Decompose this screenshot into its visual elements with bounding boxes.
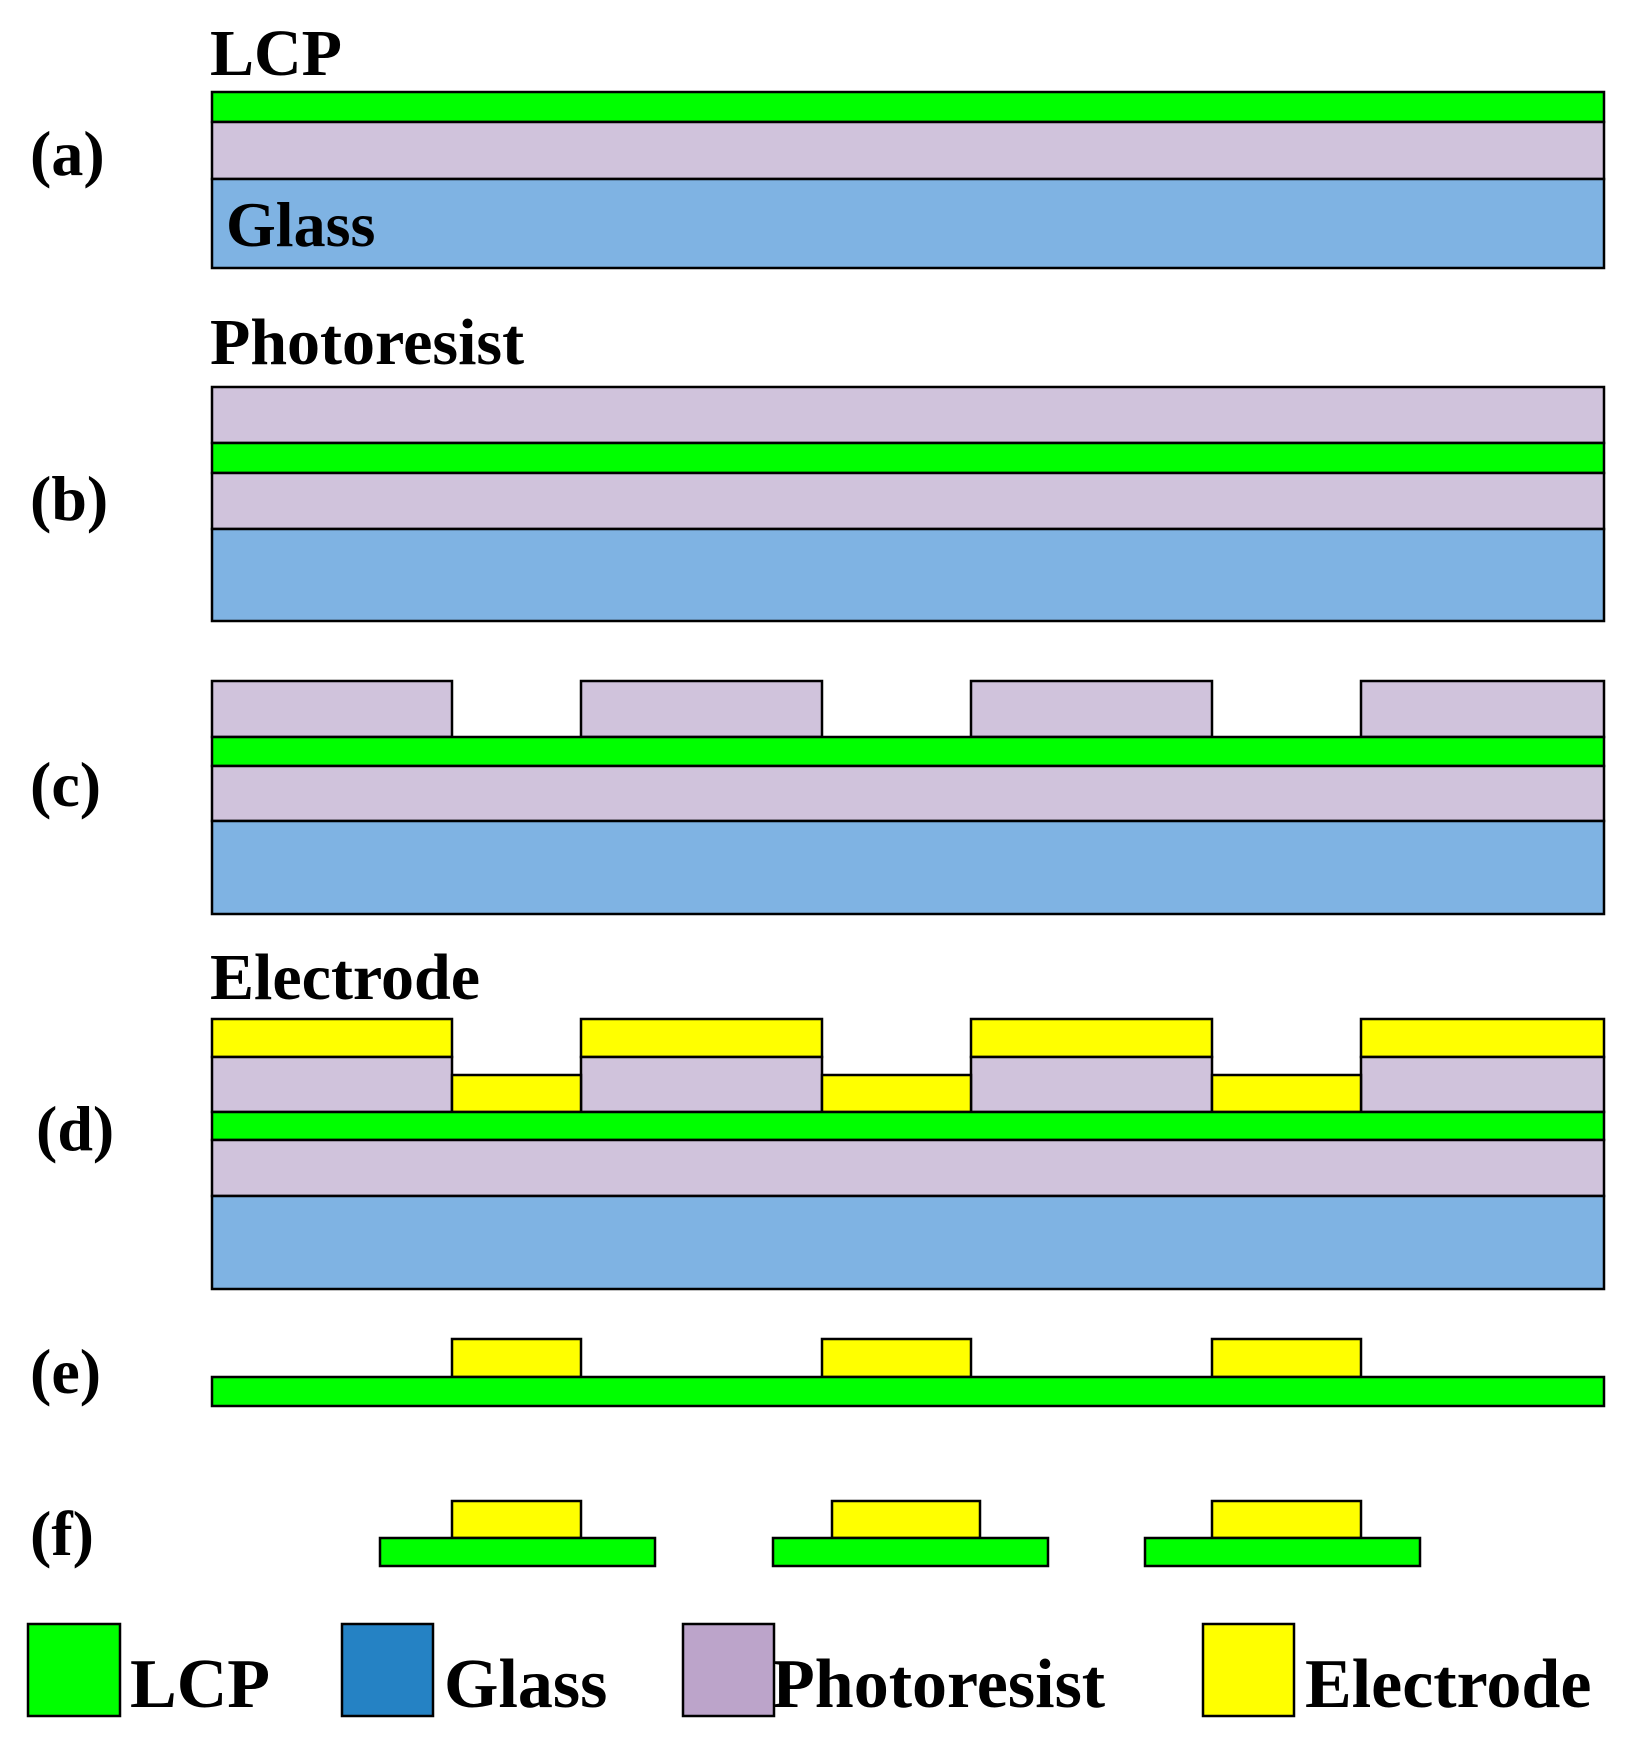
step-f-lcp-piece xyxy=(771,1536,1050,1568)
step-a-photoresist-layer xyxy=(210,120,1606,181)
step-d-lcp-layer xyxy=(210,1110,1606,1142)
step-b: (b) Photoresist xyxy=(30,306,1606,623)
step-d-gap-electrode xyxy=(820,1073,973,1114)
step-d-photoresist-block xyxy=(969,1055,1214,1114)
step-d-glass-layer xyxy=(210,1194,1606,1291)
step-f: (f) xyxy=(30,1498,1422,1569)
step-d-top-electrode xyxy=(210,1017,454,1059)
step-c: (c) xyxy=(30,679,1606,916)
step-d-photoresist-layer xyxy=(210,1138,1606,1198)
step-e-electrode xyxy=(1210,1337,1363,1379)
step-b-tag: (b) xyxy=(30,463,108,534)
step-a: (a) LCP Glass xyxy=(30,17,1606,270)
step-d: (d) Electrode xyxy=(36,941,1606,1291)
legend-swatch-electrode xyxy=(1201,1622,1296,1718)
step-c-photoresist-block xyxy=(579,679,824,739)
step-a-glass-label: Glass xyxy=(226,189,375,260)
legend: LCP Glass Photoresist Electrode xyxy=(26,1622,1591,1723)
step-a-lcp-label: LCP xyxy=(210,17,342,90)
step-e: (e) xyxy=(30,1336,1606,1408)
step-e-lcp-layer xyxy=(210,1375,1606,1408)
step-d-top-electrode xyxy=(579,1017,824,1059)
step-c-photoresist-block xyxy=(1359,679,1606,739)
step-d-top-electrode xyxy=(969,1017,1214,1059)
step-d-gap-electrode xyxy=(1210,1073,1363,1114)
step-d-photoresist-block xyxy=(210,1055,454,1114)
step-c-lcp-layer xyxy=(210,735,1606,768)
legend-swatch-photoresist xyxy=(681,1622,776,1718)
step-d-gap-electrode xyxy=(450,1073,583,1114)
legend-label-photoresist: Photoresist xyxy=(772,1646,1105,1723)
step-d-top-electrode xyxy=(1359,1017,1606,1059)
step-d-photoresist-block xyxy=(1359,1055,1606,1114)
step-b-photoresist-layer xyxy=(210,471,1606,531)
step-c-tag: (c) xyxy=(30,749,101,820)
legend-swatch-glass xyxy=(340,1622,435,1718)
legend-label-electrode: Electrode xyxy=(1305,1646,1591,1723)
step-c-glass-layer xyxy=(210,819,1606,916)
step-f-lcp-piece xyxy=(378,1536,657,1568)
step-c-photoresist-block xyxy=(210,679,454,739)
step-b-top-photoresist-layer xyxy=(210,385,1606,445)
step-d-electrode-label: Electrode xyxy=(210,941,480,1014)
step-b-photoresist-label: Photoresist xyxy=(210,306,524,379)
step-f-lcp-piece xyxy=(1143,1536,1422,1568)
legend-swatch-lcp xyxy=(26,1622,122,1718)
step-f-electrode xyxy=(1210,1499,1363,1540)
step-c-photoresist-layer xyxy=(210,764,1606,823)
step-e-electrode xyxy=(820,1337,973,1379)
step-a-tag: (a) xyxy=(30,118,105,189)
step-e-tag: (e) xyxy=(30,1336,101,1407)
step-e-electrode xyxy=(450,1337,583,1379)
step-a-lcp-layer xyxy=(210,90,1606,124)
step-a-glass-layer xyxy=(210,177,1606,270)
step-c-photoresist-block xyxy=(969,679,1214,739)
legend-label-glass: Glass xyxy=(444,1646,607,1723)
step-d-tag: (d) xyxy=(36,1093,114,1164)
step-b-lcp-layer xyxy=(210,441,1606,475)
step-f-electrode xyxy=(450,1499,583,1540)
legend-label-lcp: LCP xyxy=(130,1646,270,1723)
step-b-glass-layer xyxy=(210,527,1606,623)
step-d-photoresist-block xyxy=(579,1055,824,1114)
step-f-electrode xyxy=(830,1499,982,1540)
step-f-tag: (f) xyxy=(30,1498,94,1569)
